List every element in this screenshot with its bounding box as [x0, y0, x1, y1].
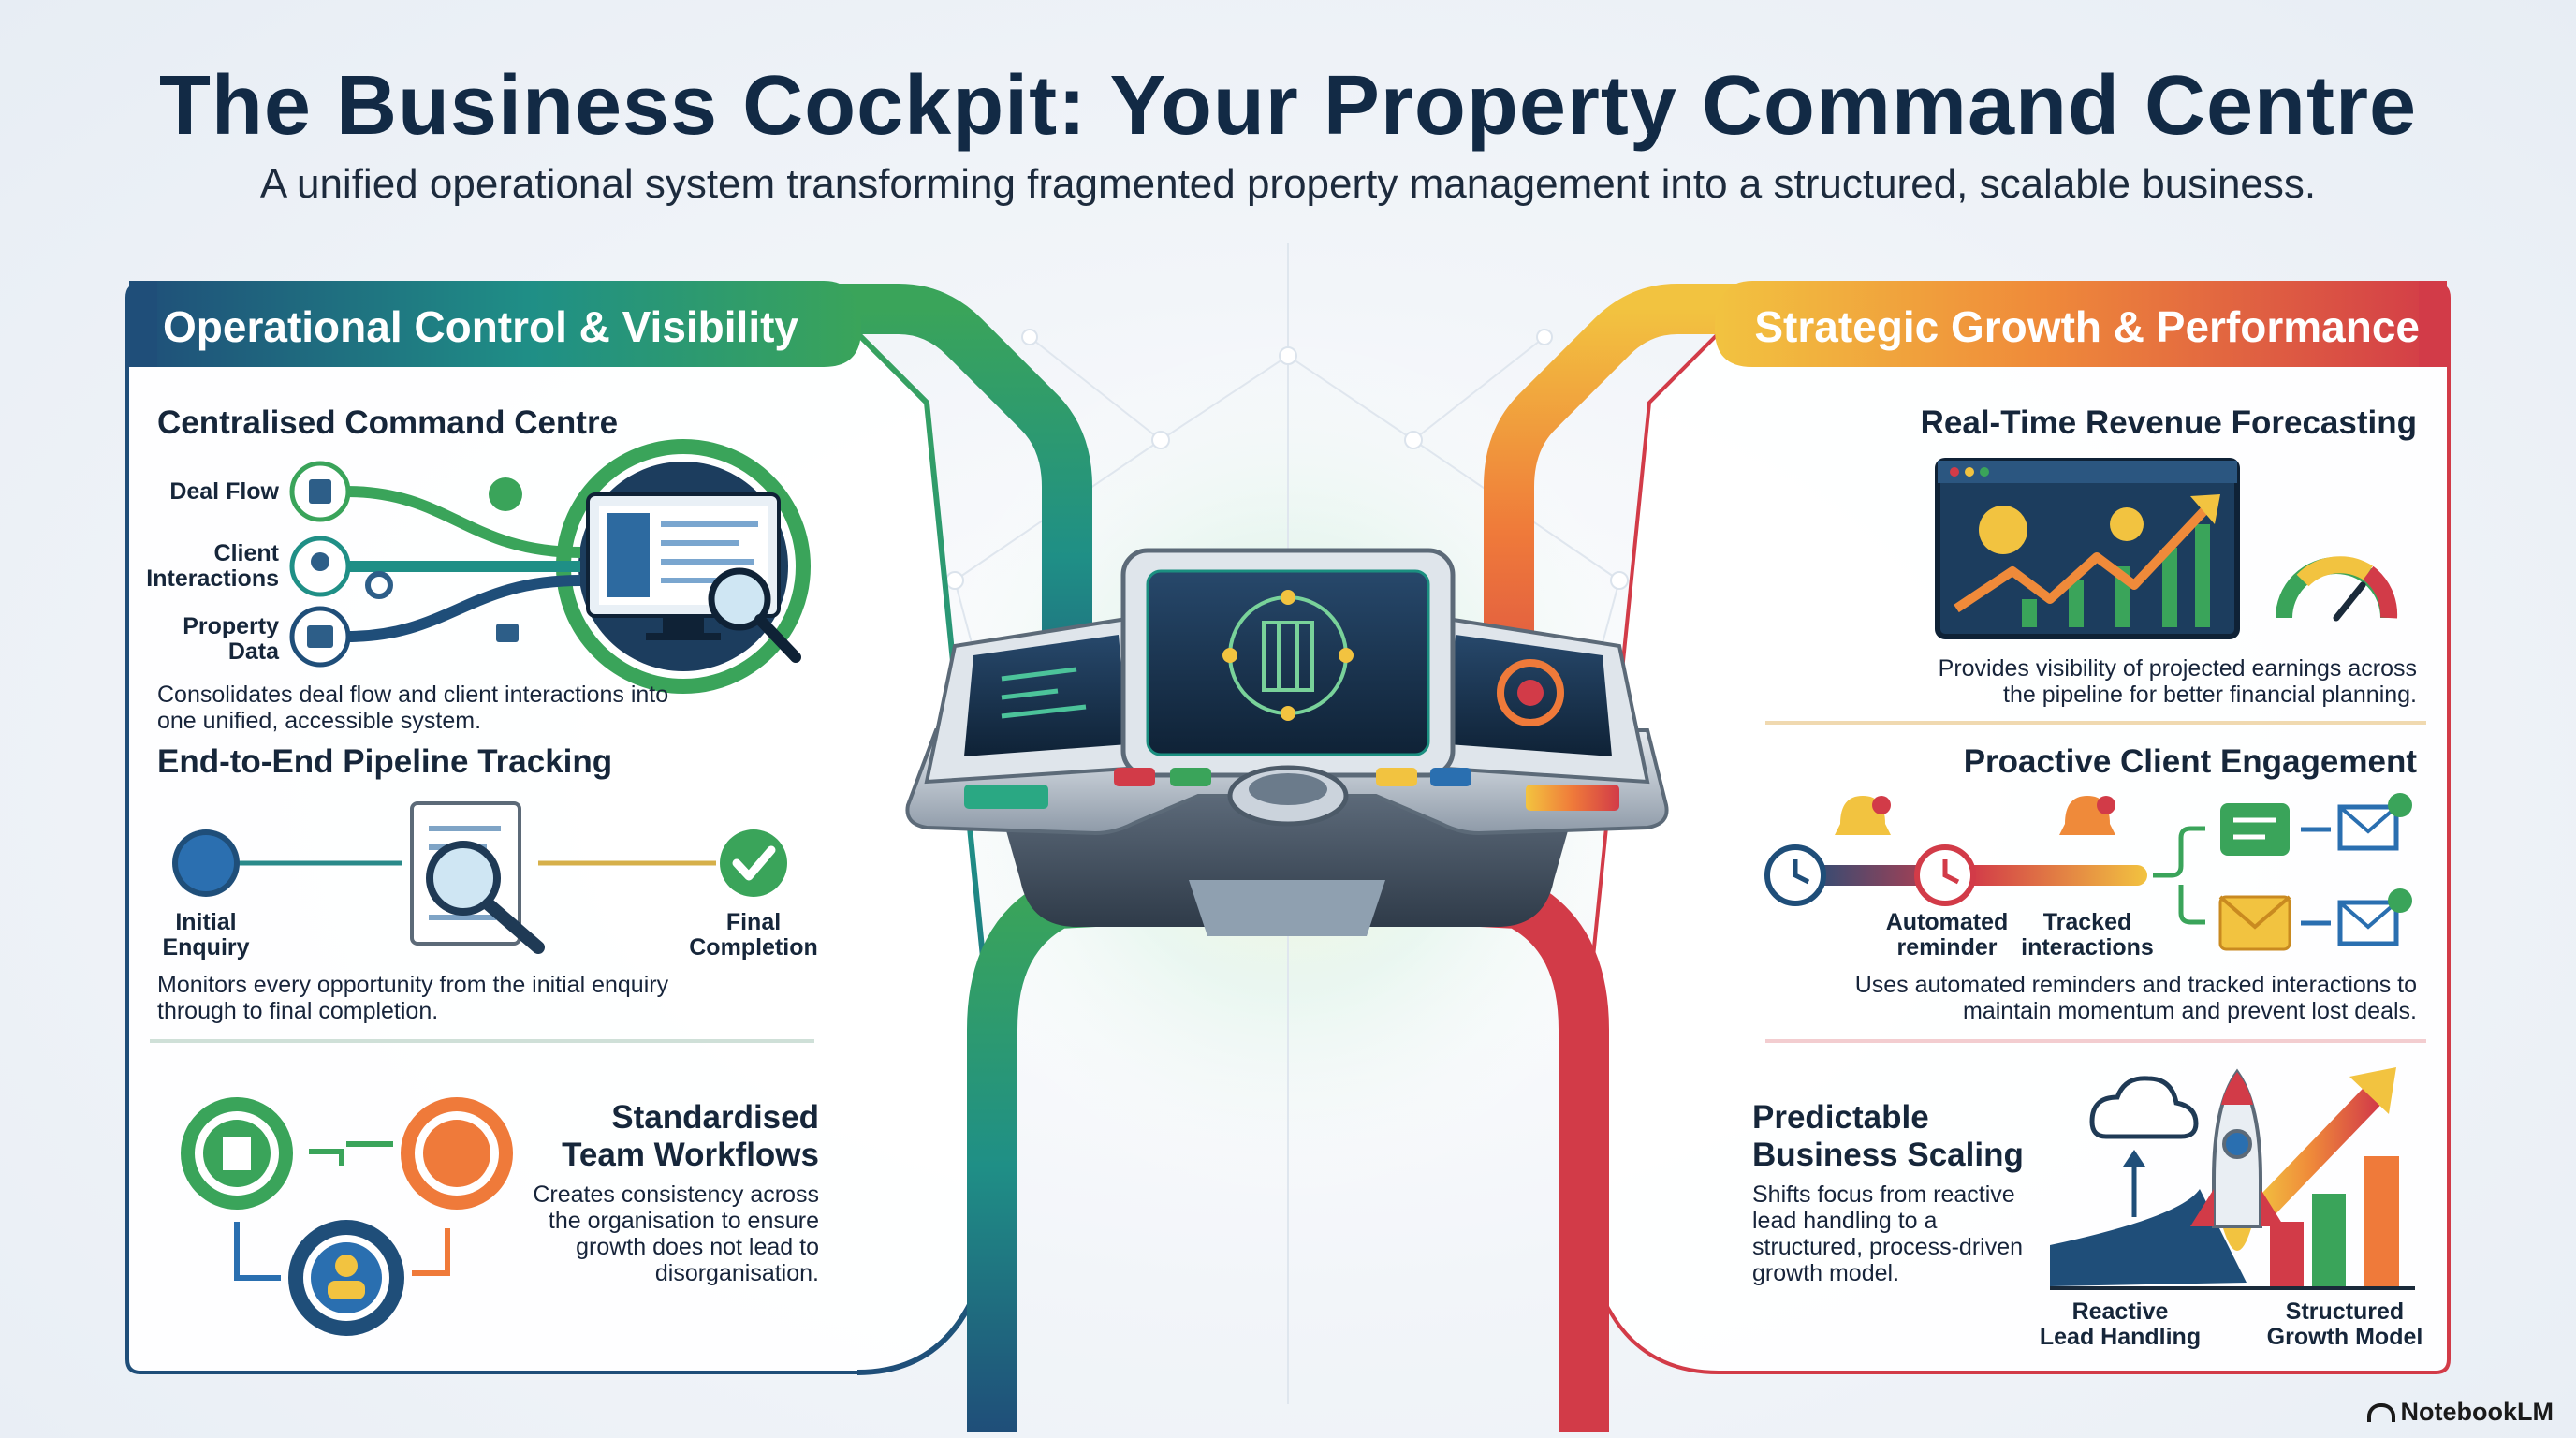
pipeline-heading: End-to-End Pipeline Tracking [157, 743, 613, 780]
right-data-pipe [1484, 284, 1806, 830]
engagement-heading: Proactive Client Engagement [1963, 743, 2417, 780]
forecasting-heading: Real-Time Revenue Forecasting [1920, 404, 2417, 441]
scaling-label-structured: Structured Growth Model [2266, 1299, 2423, 1350]
pipeline-end-label: Final Completion [689, 909, 818, 961]
scaling-heading: Predictable Business Scaling [1752, 1099, 2024, 1173]
page-title: The Business Cockpit: Your Property Comm… [158, 59, 2418, 153]
scaling-rocket-illustration [2050, 1067, 2415, 1290]
page-subtitle: A unified operational system transformin… [259, 161, 2317, 207]
command-centre-heading: Centralised Command Centre [157, 404, 619, 441]
input-label-client-interactions: Client Interactions [146, 540, 279, 592]
scaling-label-reactive: Reactive Lead Handling [2039, 1299, 2202, 1350]
scaling-description: Shifts focus from reactive lead handling… [1752, 1181, 2024, 1286]
revenue-dashboard-illustration [1935, 458, 2398, 639]
brand-label: NotebookLM [2400, 1398, 2554, 1426]
forecasting-description: Provides visibility of projected earning… [1938, 655, 2417, 708]
notebooklm-brand: NotebookLM [2366, 1398, 2554, 1427]
engagement-description: Uses automated reminders and tracked int… [1854, 972, 2417, 1024]
cockpit-console-illustration [905, 548, 1669, 936]
input-label-deal-flow: Deal Flow [169, 478, 279, 505]
input-label-property-data: Property Data [183, 613, 279, 665]
network-nodes [945, 329, 1629, 590]
command-centre-illustration [289, 439, 811, 694]
left-panel-header [131, 281, 861, 367]
workflow-gears-illustration [181, 1097, 513, 1336]
left-data-pipe [770, 284, 1092, 830]
pipeline-description: Monitors every opportunity from the init… [157, 972, 669, 1024]
notebooklm-logo-icon [2366, 1403, 2395, 1422]
engagement-timeline-illustration [1764, 793, 2412, 951]
engagement-label-reminder: Automated reminder [1885, 909, 2009, 961]
right-panel-title: Strategic Growth & Performance [1754, 302, 2420, 351]
command-centre-description: Consolidates deal flow and client intera… [157, 682, 669, 734]
pipeline-start-label: Initial Enquiry [162, 909, 250, 961]
engagement-label-tracked: Tracked interactions [2021, 909, 2154, 961]
workflows-description: Creates consistency across the organisat… [533, 1181, 819, 1286]
workflows-heading: Standardised Team Workflows [562, 1099, 819, 1173]
pipeline-illustration [172, 801, 787, 954]
right-panel-header [1715, 281, 2445, 367]
left-panel-title: Operational Control & Visibility [163, 302, 799, 351]
